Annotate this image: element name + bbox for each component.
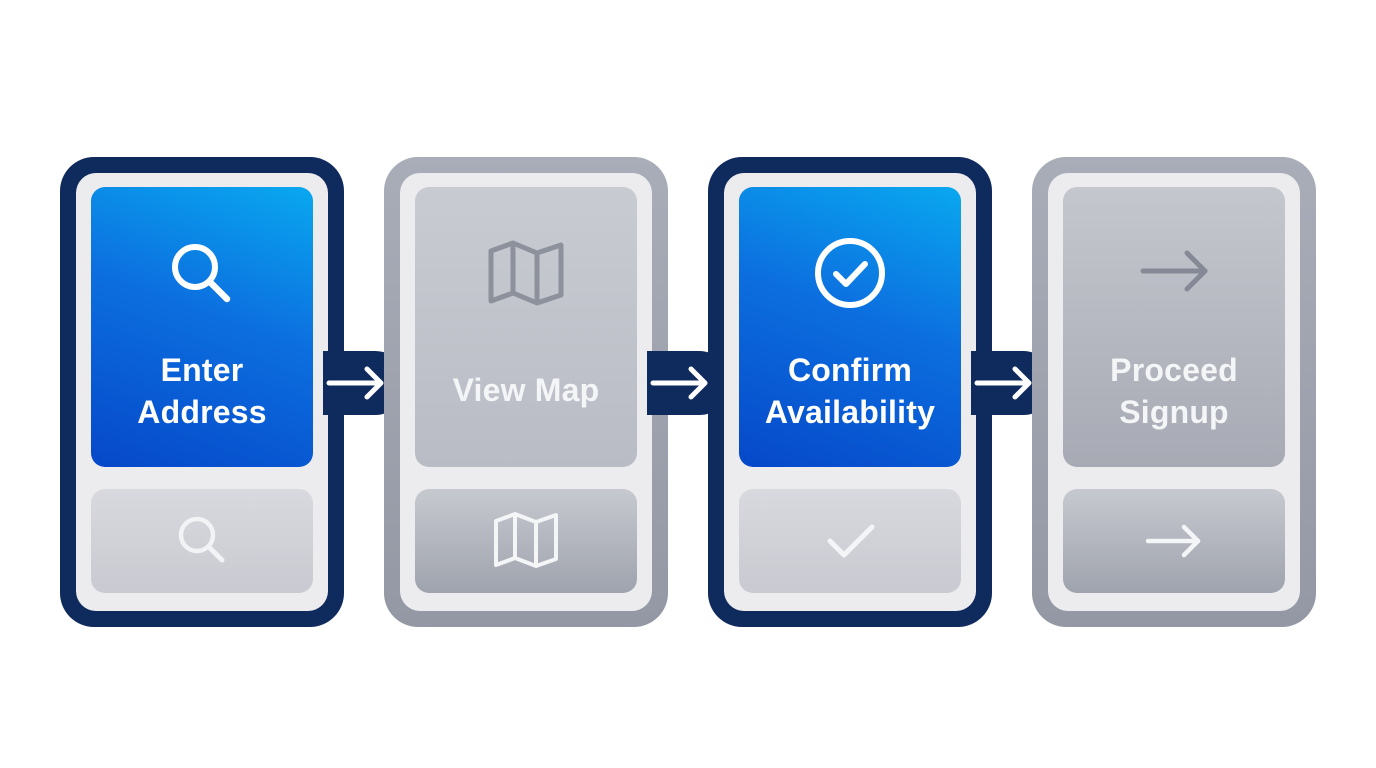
step-top-panel: View Map: [415, 187, 637, 467]
search-icon: [178, 516, 225, 563]
step-bottom-panel: [415, 489, 637, 593]
search-icon: [172, 244, 231, 303]
arrow-right-icon: [1145, 524, 1201, 558]
map-icon: [488, 240, 564, 306]
check-icon: [827, 524, 875, 558]
step-label: Confirm Availability: [764, 352, 936, 430]
step-top-panel: Enter Address: [91, 187, 313, 467]
step-bottom-panel: [1063, 489, 1285, 593]
step-label: Enter Address: [137, 352, 267, 430]
step-inner: View Map: [400, 173, 652, 611]
step-proceed-signup: Proceed Signup: [1032, 157, 1316, 627]
step-bottom-panel: [91, 489, 313, 593]
step-top-panel: Proceed Signup: [1063, 187, 1285, 467]
check-circle-icon: [815, 238, 885, 308]
step-enter-address: Enter Address: [60, 157, 344, 627]
arrow-right-icon: [1140, 250, 1208, 292]
step-label: Proceed Signup: [1110, 352, 1238, 430]
step-view-map: View Map: [384, 157, 668, 627]
step-inner: Enter Address: [76, 173, 328, 611]
step-bottom-panel: [739, 489, 961, 593]
step-inner: Confirm Availability: [724, 173, 976, 611]
map-icon: [494, 512, 558, 568]
step-confirm-availability: Confirm Availability: [708, 157, 992, 627]
step-label: View Map: [452, 372, 600, 408]
step-top-panel: Confirm Availability: [739, 187, 961, 467]
step-inner: Proceed Signup: [1048, 173, 1300, 611]
